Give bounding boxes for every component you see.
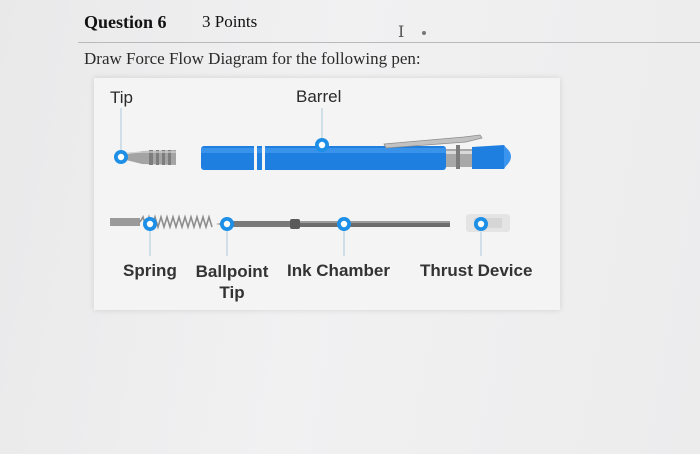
question-header: Question 6 3 Points I bbox=[0, 0, 700, 41]
marker-tip bbox=[114, 150, 128, 164]
spring-part bbox=[110, 214, 213, 230]
pen-diagram-image: Tip Barrel Spring Ballpoint Tip Ink Cham… bbox=[94, 78, 560, 310]
pen-barrel-part bbox=[201, 134, 511, 171]
label-barrel: Barrel bbox=[296, 87, 342, 106]
label-ballpoint-tip: Ballpoint Tip bbox=[193, 261, 271, 303]
marker-ballpoint bbox=[220, 217, 234, 231]
thrust-device-part bbox=[466, 214, 510, 232]
header-divider bbox=[78, 42, 700, 43]
label-ballpoint-line1: Ballpoint bbox=[195, 262, 269, 281]
marker-spring bbox=[143, 217, 157, 231]
label-ballpoint-line2: Tip bbox=[219, 283, 245, 302]
label-thrust-device: Thrust Device bbox=[420, 261, 533, 280]
cursor-dot-icon bbox=[422, 31, 426, 35]
question-prompt: Draw Force Flow Diagram for the followin… bbox=[84, 49, 421, 68]
marker-thrust bbox=[474, 217, 488, 231]
text-cursor-icon: I bbox=[398, 22, 405, 41]
label-tip: Tip bbox=[110, 88, 133, 107]
pen-diagram-graphic bbox=[110, 108, 511, 256]
marker-ink bbox=[337, 217, 351, 231]
marker-barrel bbox=[315, 138, 329, 152]
label-ink-chamber: Ink Chamber bbox=[287, 261, 390, 280]
question-points: 3 Points bbox=[202, 12, 258, 31]
ink-refill-part bbox=[216, 219, 450, 229]
label-spring: Spring bbox=[123, 261, 177, 280]
question-number: Question 6 bbox=[84, 12, 167, 32]
